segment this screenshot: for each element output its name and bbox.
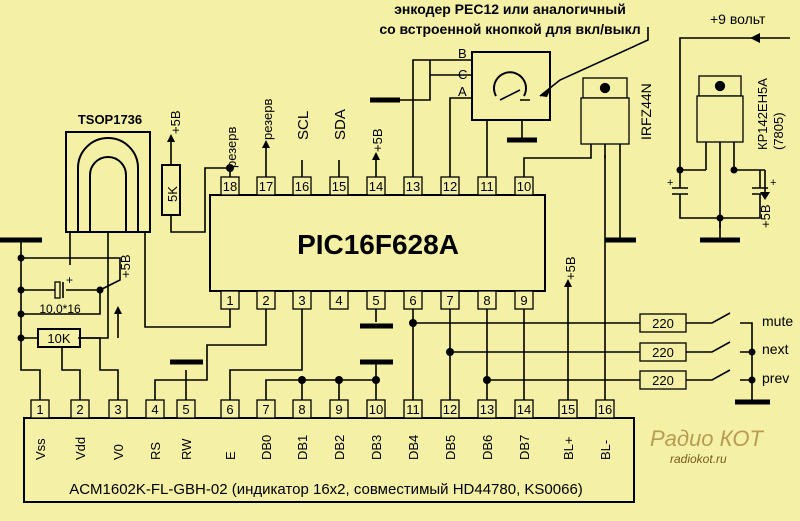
cap-out-plus: + — [770, 177, 776, 189]
lcd-pin-name: DB2 — [332, 435, 347, 460]
lcd-pin-number: 4 — [151, 402, 158, 417]
mcu-pin-13: 13 — [406, 179, 420, 194]
mcu-pin-18: 18 — [223, 179, 237, 194]
lcd-pin-name: Vdd — [73, 437, 88, 460]
lcd-pin-name: DB0 — [259, 435, 274, 460]
mcu-pin-12: 12 — [443, 179, 457, 194]
mcu-pin-9: 9 — [520, 293, 527, 308]
lcd-pin-name: RW — [179, 438, 194, 460]
lcd-pin-number: 13 — [480, 402, 494, 417]
lcd-pin-number: 15 — [561, 402, 575, 417]
encoder-pin-c: C — [458, 67, 467, 82]
label-sda: SDA — [332, 109, 349, 140]
lcd-pin-number: 2 — [76, 402, 83, 417]
regulator-label: КР142ЕН5А — [755, 78, 770, 150]
label-mcu-plus5: +5В — [370, 129, 385, 153]
mcu-top-pins: 18 17 16 15 14 13 12 11 10 — [220, 176, 534, 196]
mcu-name: PIC16F628A — [297, 229, 459, 260]
label-r-mute: 220 — [652, 316, 674, 331]
lcd-pin-name: DB6 — [480, 435, 495, 460]
lcd-pin-number: 9 — [335, 402, 342, 417]
encoder-pin-a: A — [458, 84, 467, 99]
lcd-pin-number: 5 — [182, 402, 189, 417]
label-tsop-plus5: +5В — [118, 255, 133, 279]
label-5k: 5K — [165, 186, 180, 202]
label-cap: 10,0*16 — [39, 302, 81, 316]
lcd-pin-name: DB4 — [406, 435, 421, 460]
encoder-pin-b: B — [458, 46, 467, 61]
lcd-module — [23, 417, 635, 503]
regulator-alt: (7805) — [771, 112, 786, 150]
mcu-pin-4: 4 — [335, 293, 342, 308]
label-reg-plus5: +5В — [758, 205, 773, 229]
lcd-pin-name: RS — [148, 442, 163, 460]
lcd-pin-number: 10 — [369, 402, 383, 417]
encoder-title-line2: со встроенной кнопкой для вкл/выкл — [379, 21, 640, 37]
ir-name: TSOP1736 — [78, 112, 142, 127]
label-rezerv-2: резерв — [260, 99, 275, 140]
lcd-pin-number: 8 — [298, 402, 305, 417]
mcu-pin-5: 5 — [372, 293, 379, 308]
mcu-pin-17: 17 — [259, 179, 273, 194]
label-scl: SCL — [295, 111, 312, 140]
mcu-pin-6: 6 — [409, 293, 416, 308]
button-resistors: 220 220 220 — [639, 313, 687, 390]
lcd-pin-number: 1 — [36, 402, 43, 417]
mcu-pin-15: 15 — [332, 179, 346, 194]
lcd-pin-box — [70, 399, 90, 419]
lcd-pin-name: E — [223, 451, 238, 460]
lcd-pin-number: 3 — [114, 402, 121, 417]
label-cap-plus: + — [66, 273, 73, 287]
lcd-pin-number: 14 — [517, 402, 531, 417]
lcd-pin-name: DB1 — [295, 435, 310, 460]
encoder-body — [471, 51, 551, 121]
lcd-caption: ACM1602K-FL-GBH-02 (индикатор 16x2, совм… — [69, 481, 583, 498]
lcd-pin-name: DB7 — [517, 435, 532, 460]
watermark-logo: Радио КОТ — [650, 426, 764, 451]
lcd-pin-box — [108, 399, 128, 419]
label-bl-plus5: +5В — [563, 257, 578, 281]
power-input-label: +9 вольт — [710, 11, 766, 27]
lcd-pin-number: 12 — [443, 402, 457, 417]
label-10k: 10K — [47, 331, 70, 346]
lcd-pin-name: DB3 — [369, 435, 384, 460]
label-r-next: 220 — [652, 345, 674, 360]
mosfet-irfz44n — [580, 77, 630, 145]
lcd-pin-name: BL- — [598, 440, 613, 460]
lcd-pin-number: 6 — [226, 402, 233, 417]
label-rezerv-1: резерв — [224, 127, 239, 168]
btn-mute-label: mute — [762, 313, 793, 329]
mcu-pin-7: 7 — [446, 293, 453, 308]
lcd-pin-box — [30, 399, 50, 419]
capacitor-10uf — [54, 281, 61, 299]
lcd-pin-number: 16 — [598, 402, 612, 417]
btn-next-label: next — [762, 341, 789, 357]
label-5k-plus5: +5В — [168, 111, 183, 135]
btn-prev-label: prev — [762, 370, 789, 386]
lcd-pin-number: 11 — [406, 402, 420, 417]
mcu-pin-3: 3 — [298, 293, 305, 308]
lcd-pin-name: BL+ — [561, 437, 576, 461]
label-r-prev: 220 — [652, 373, 674, 388]
lcd-pin-name: V0 — [111, 444, 126, 460]
watermark-url: radiokot.ru — [670, 452, 727, 466]
mcu-pin-10: 10 — [517, 179, 531, 194]
lcd-pin-number: 7 — [262, 402, 269, 417]
mosfet-label: IRFZ44N — [638, 83, 654, 140]
mcu-pin-16: 16 — [295, 179, 309, 194]
lcd-pin-name: DB5 — [443, 435, 458, 460]
mcu-pin-1: 1 — [226, 293, 233, 308]
mcu-pin-2: 2 — [262, 293, 269, 308]
cap-in-plus: + — [667, 177, 673, 189]
mcu-pin-14: 14 — [369, 179, 383, 194]
mcu-pin-11: 11 — [480, 179, 494, 194]
mcu-pin-8: 8 — [483, 293, 490, 308]
mcu-bottom-pins: 1 2 3 4 5 6 7 8 9 — [220, 290, 534, 310]
encoder-title-line1: энкодер PEC12 или аналогичный — [394, 1, 626, 17]
regulator-kr142en5a — [696, 75, 744, 143]
lcd-pin-name: Vss — [33, 438, 48, 460]
